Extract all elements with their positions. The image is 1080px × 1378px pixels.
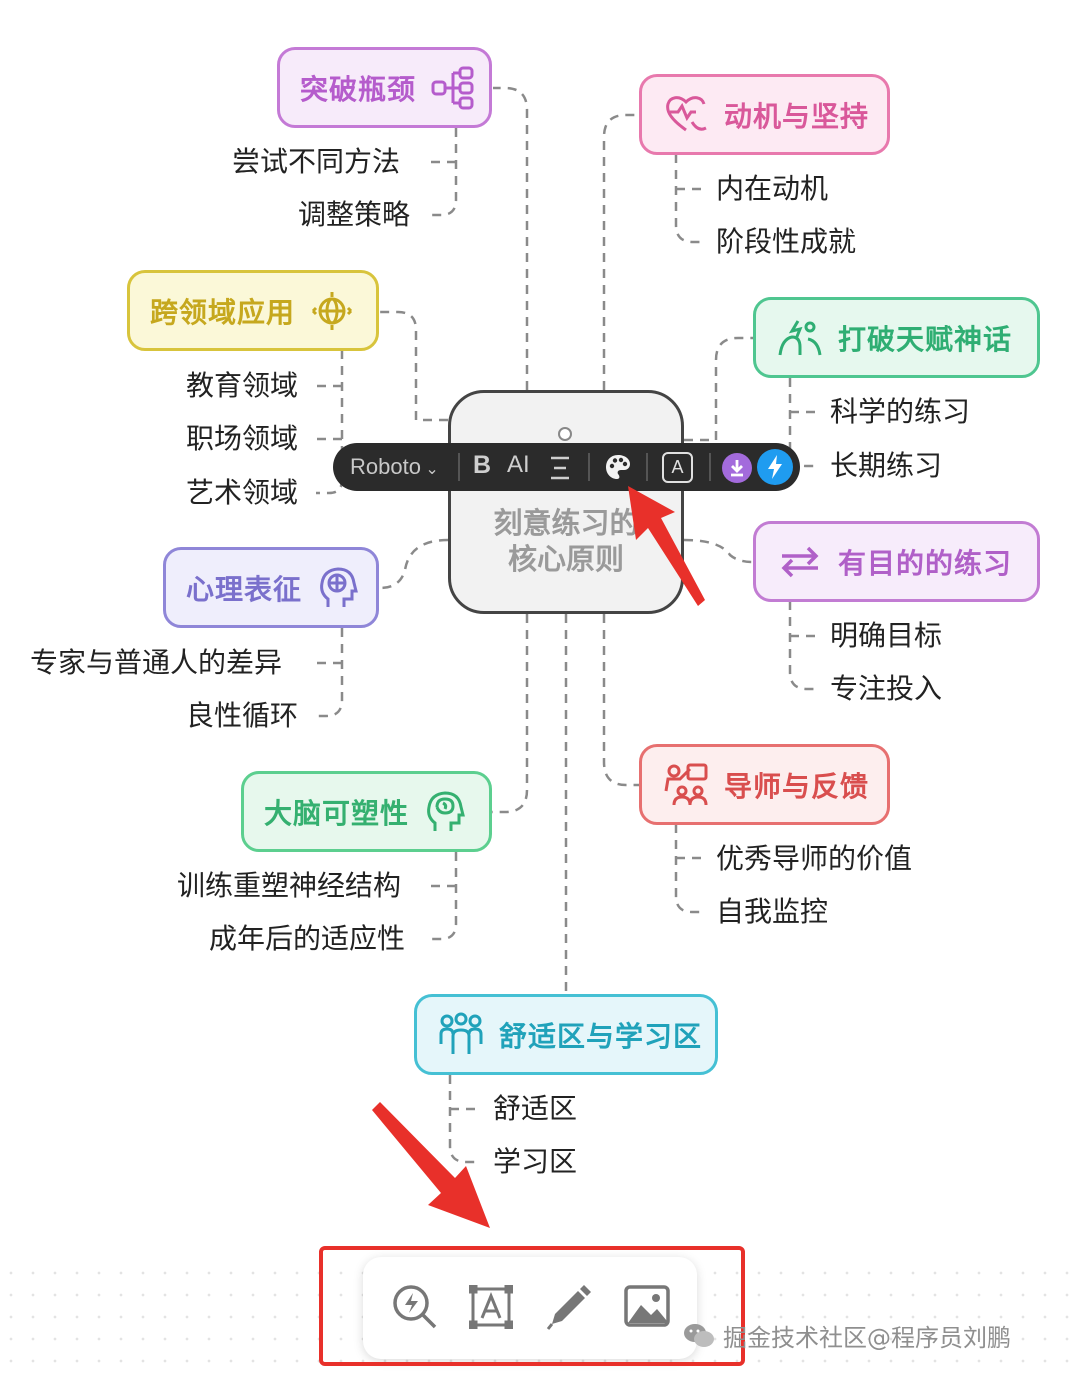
heart-pulse-icon [666,95,707,131]
branch-label: 心理表征 [186,572,303,606]
toolbar-divider [588,453,590,481]
leaf-item[interactable]: 优秀导师的价值 [716,842,913,875]
branch-label: 打破天赋神话 [838,322,1013,356]
center-node-text[interactable]: 刻意练习的 核心原则 [448,505,684,577]
watermark: 掘金技术社区@程序员刘鹏 [683,1318,1011,1353]
image-icon[interactable] [624,1285,670,1327]
font-family-select[interactable]: Roboto ⌄ [350,454,439,480]
branch-label: 跨领域应用 [150,295,296,329]
head-brain-icon [320,566,358,607]
font-name: Roboto [350,454,421,479]
leaf-item[interactable]: 内在动机 [716,172,829,205]
branch-purposeful-practice[interactable]: 有目的的练习 [753,521,1040,602]
branch-label: 导师与反馈 [724,769,870,803]
leaf-item[interactable]: 调整策略 [298,198,411,231]
leaf-item[interactable]: 自我监控 [716,895,829,928]
branch-comfort-learning-zone[interactable]: 舒适区与学习区 [414,994,718,1075]
leaf-item[interactable]: 阶段性成就 [716,225,857,258]
leaf-item[interactable]: 成年后的适应性 [209,922,406,955]
leaf-item[interactable]: 学习区 [493,1145,578,1178]
branch-mental-representation[interactable]: 心理表征 [163,547,379,628]
lightning-icon [768,455,782,479]
watermark-text: 掘金技术社区@程序员刘鹏 [723,1324,1011,1352]
pencil-icon[interactable] [544,1282,594,1332]
connection-handle[interactable] [558,427,572,441]
text-style-label: A [671,457,684,477]
leaf-item[interactable]: 专注投入 [830,672,943,705]
toolbar-divider [646,453,648,481]
leaf-item[interactable]: 科学的练习 [830,395,971,428]
text-style-button[interactable]: A [662,452,693,483]
leaf-item[interactable]: 舒适区 [493,1092,578,1125]
leaf-item[interactable]: 职场领域 [186,422,299,455]
ai-search-icon[interactable] [390,1282,440,1332]
leaf-item[interactable]: 长期练习 [830,449,943,482]
leaf-item[interactable]: 尝试不同方法 [232,145,401,178]
branch-label: 突破瓶颈 [300,72,417,106]
leaf-item[interactable]: 教育领域 [186,369,299,402]
globe-arrows-icon [311,291,353,330]
align-icon[interactable] [548,455,572,481]
download-button[interactable] [722,453,752,483]
ai-lightning-button[interactable] [757,449,793,485]
group-people-icon [439,1012,483,1054]
branch-brain-plasticity[interactable]: 大脑可塑性 [241,771,492,852]
flowchart-icon [431,66,474,109]
branch-label: 动机与坚持 [724,99,870,133]
bold-button[interactable]: B [473,451,492,479]
leaf-item[interactable]: 良性循环 [186,699,299,732]
teacher-students-icon [664,763,708,805]
branch-label: 有目的的练习 [838,546,1013,580]
toolbar-divider [709,453,711,481]
branch-motivation[interactable]: 动机与坚持 [639,74,890,155]
branch-talent-myth[interactable]: 打破天赋神话 [753,297,1040,378]
center-line-1: 刻意练习的 [493,506,639,540]
center-line-2: 核心原则 [507,542,624,576]
leaf-item[interactable]: 训练重塑神经结构 [177,869,402,902]
toolbar-divider [458,453,460,481]
branch-label: 舒适区与学习区 [499,1019,703,1053]
branch-label: 大脑可塑性 [264,796,410,830]
font-size-button[interactable]: AI [507,451,530,478]
annotation-highlight-box [319,1246,745,1366]
branch-cross-domain[interactable]: 跨领域应用 [127,270,379,351]
breakthrough-icon [778,319,822,355]
palette-icon[interactable] [604,453,632,481]
head-brain-icon [427,790,465,831]
leaf-item[interactable]: 明确目标 [830,619,943,652]
download-icon [731,460,743,477]
exchange-arrows-icon [781,546,819,577]
branch-mentor-feedback[interactable]: 导师与反馈 [639,744,890,825]
leaf-item[interactable]: 专家与普通人的差异 [30,646,283,679]
branch-breakthrough[interactable]: 突破瓶颈 [277,47,492,128]
wechat-icon [684,1323,714,1347]
leaf-item[interactable]: 艺术领域 [186,476,299,509]
text-box-icon[interactable] [469,1285,513,1329]
chevron-down-icon: ⌄ [420,461,439,478]
